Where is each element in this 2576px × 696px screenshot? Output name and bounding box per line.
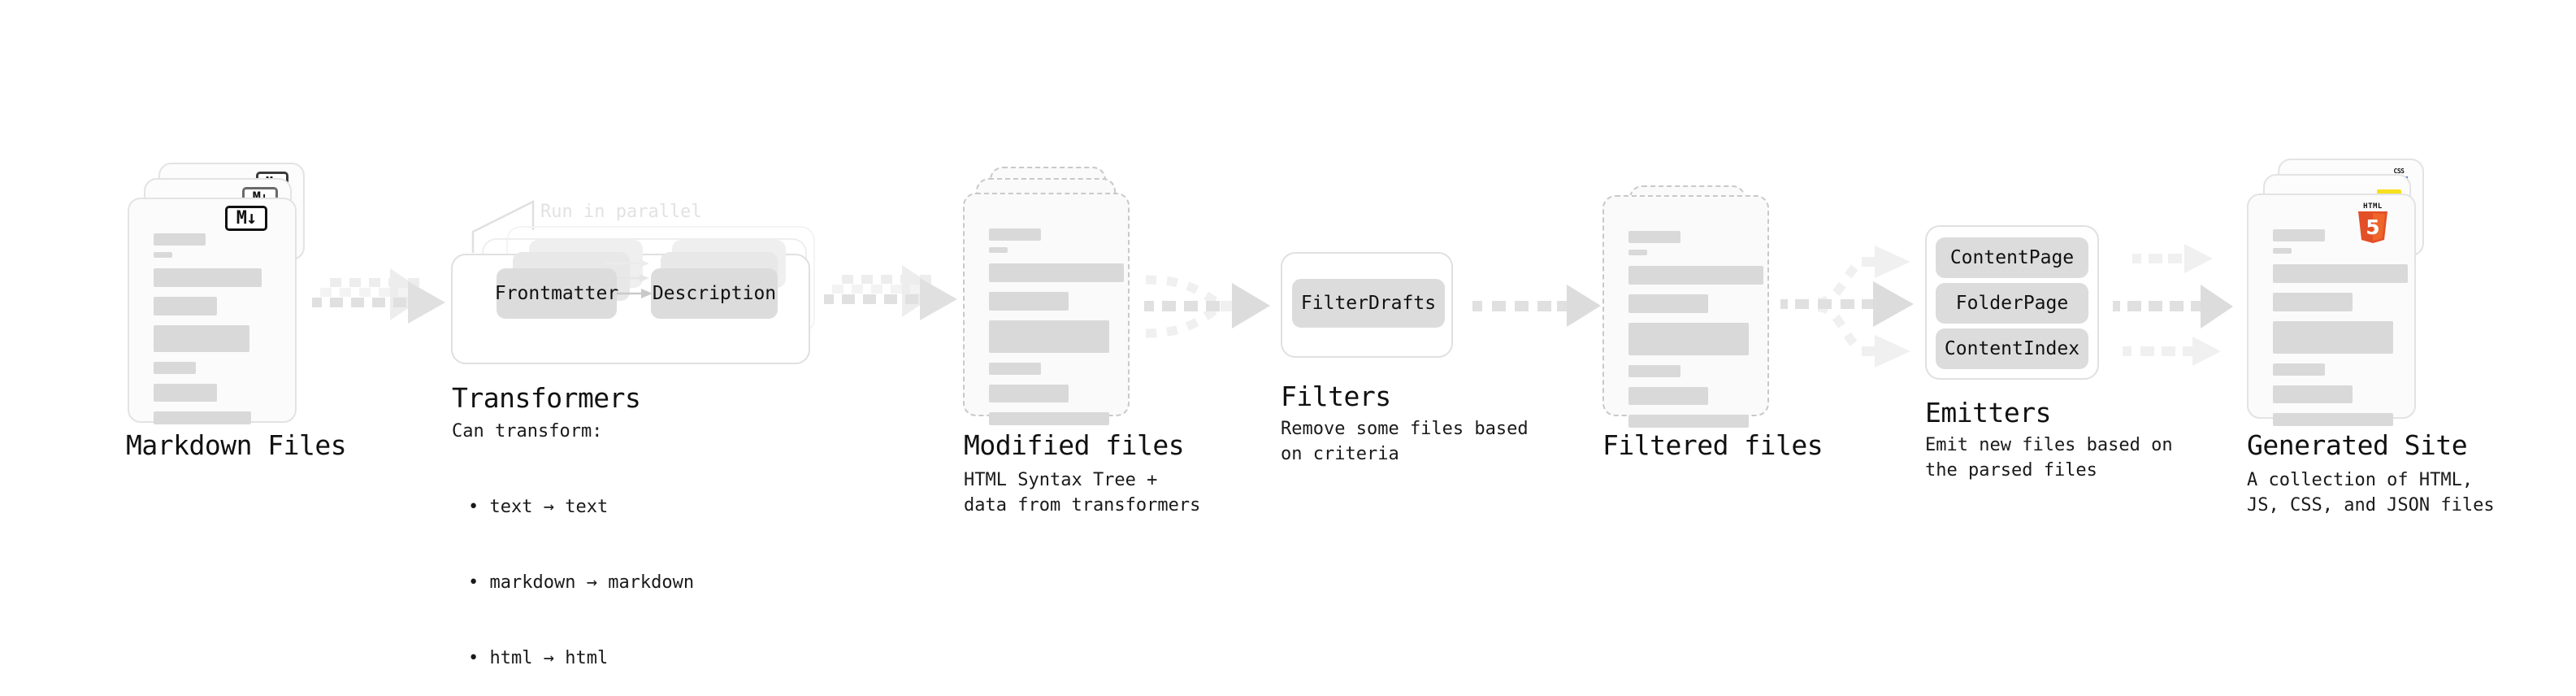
- placeholder-line: [154, 268, 262, 287]
- placeholder-line: [989, 385, 1069, 402]
- placeholder-line: [154, 297, 217, 315]
- filtered-files-card-stack: [1602, 185, 1789, 454]
- transformers-bullets: • text → text • markdown → markdown • ht…: [468, 444, 694, 696]
- placeholder-line: [2273, 363, 2325, 376]
- svg-text:HTML: HTML: [2363, 202, 2383, 211]
- run-in-parallel-label: Run in parallel: [540, 202, 702, 222]
- placeholder-line: [989, 363, 1041, 375]
- bullet-item: • text → text: [468, 497, 609, 517]
- placeholder-line: [1628, 266, 1763, 285]
- transformers-title: Transformers: [452, 382, 641, 414]
- transformers-group-stack: Frontmatter Description: [451, 226, 833, 364]
- connector-modified-to-filters: [1144, 275, 1270, 338]
- filters-subtitle: Remove some files based on criteria: [1281, 419, 1529, 464]
- svg-text:5: 5: [2366, 215, 2379, 239]
- modified-files-subtitle: HTML Syntax Tree + data from transformer…: [964, 470, 1201, 515]
- connector-emitters-to-site: [2113, 244, 2233, 366]
- emitters-title: Emitters: [1925, 397, 2051, 428]
- emitter-chip-contentpage[interactable]: ContentPage: [1936, 237, 2088, 278]
- placeholder-line: [2273, 385, 2353, 403]
- markdown-placeholder-lines: [154, 233, 274, 434]
- site-card-front: [2247, 194, 2416, 426]
- filtered-card-front: [1602, 195, 1769, 428]
- placeholder-line: [989, 263, 1124, 282]
- placeholder-line: [154, 411, 251, 424]
- generated-site-subtitle: A collection of HTML, JS, CSS, and JSON …: [2247, 470, 2495, 515]
- placeholder-line: [2273, 248, 2292, 254]
- placeholder-line: [154, 325, 249, 352]
- modified-files-card-stack: [963, 167, 1150, 435]
- placeholder-line: [1628, 231, 1680, 243]
- connector-filtered-to-emitters: [1780, 246, 1914, 368]
- connector-markdown-to-transformers: [312, 268, 445, 324]
- markdown-card-front: [128, 198, 297, 424]
- html5-icon: HTML 5: [2358, 202, 2387, 243]
- connector-filters-to-filtered: [1472, 285, 1601, 327]
- placeholder-line: [2273, 264, 2408, 283]
- placeholder-line: [989, 247, 1008, 253]
- markdown-files-title: Markdown Files: [126, 429, 347, 461]
- css-badge-label: CSS: [2393, 167, 2405, 175]
- markdown-files-card-stack: M↓ M↓ M↓: [128, 163, 314, 431]
- filters-title: Filters: [1281, 381, 1391, 412]
- placeholder-line: [2273, 413, 2393, 426]
- placeholder-line: [154, 384, 217, 402]
- placeholder-line: [2273, 229, 2325, 241]
- transformers-subtitle: Can transform:: [452, 421, 603, 442]
- placeholder-line: [989, 228, 1041, 241]
- connector-transformers-to-modified: [824, 265, 957, 320]
- placeholder-line: [154, 252, 172, 258]
- placeholder-line: [1628, 387, 1708, 405]
- placeholder-line: [1628, 415, 1749, 428]
- placeholder-line: [154, 362, 196, 374]
- bullet-text: html → html: [489, 648, 609, 668]
- placeholder-line: [154, 233, 206, 246]
- modified-placeholder-lines: [989, 228, 1124, 435]
- run-in-parallel-bracket: [471, 199, 535, 253]
- emitters-subtitle: Emit new files based on the parsed files: [1925, 435, 2173, 481]
- filtered-files-title: Filtered files: [1602, 429, 1824, 461]
- modified-card-front: [963, 193, 1130, 425]
- placeholder-line: [2273, 321, 2393, 354]
- placeholder-line: [1628, 323, 1749, 355]
- generated-site-card-stack: CSS HTML 5: [2247, 159, 2450, 435]
- placeholder-line: [2273, 293, 2353, 311]
- placeholder-line: [1628, 250, 1647, 255]
- emitter-chip-contentindex[interactable]: ContentIndex: [1936, 328, 2088, 369]
- placeholder-line: [989, 412, 1109, 425]
- filtered-placeholder-lines: [1628, 231, 1763, 437]
- bullet-item: • html → html: [468, 648, 609, 668]
- bullet-item: • markdown → markdown: [468, 572, 695, 593]
- bullet-text: markdown → markdown: [489, 572, 695, 593]
- transformer-chip-description[interactable]: Description: [651, 268, 778, 319]
- site-placeholder-lines: [2273, 229, 2408, 436]
- placeholder-line: [1628, 365, 1680, 377]
- placeholder-line: [989, 292, 1069, 311]
- emitter-chip-folderpage[interactable]: FolderPage: [1936, 283, 2088, 324]
- generated-site-title: Generated Site: [2247, 429, 2468, 461]
- filter-chip-filterdrafts[interactable]: FilterDrafts: [1292, 279, 1445, 328]
- modified-files-title: Modified files: [964, 429, 1185, 461]
- placeholder-line: [989, 320, 1109, 353]
- transformer-chip-frontmatter[interactable]: Frontmatter: [495, 268, 618, 319]
- markdown-icon-front: M↓: [225, 206, 267, 231]
- bullet-text: text → text: [489, 497, 609, 517]
- diagram-canvas: M↓ M↓ M↓ Markdown Files: [126, 159, 2495, 668]
- placeholder-line: [1628, 294, 1708, 313]
